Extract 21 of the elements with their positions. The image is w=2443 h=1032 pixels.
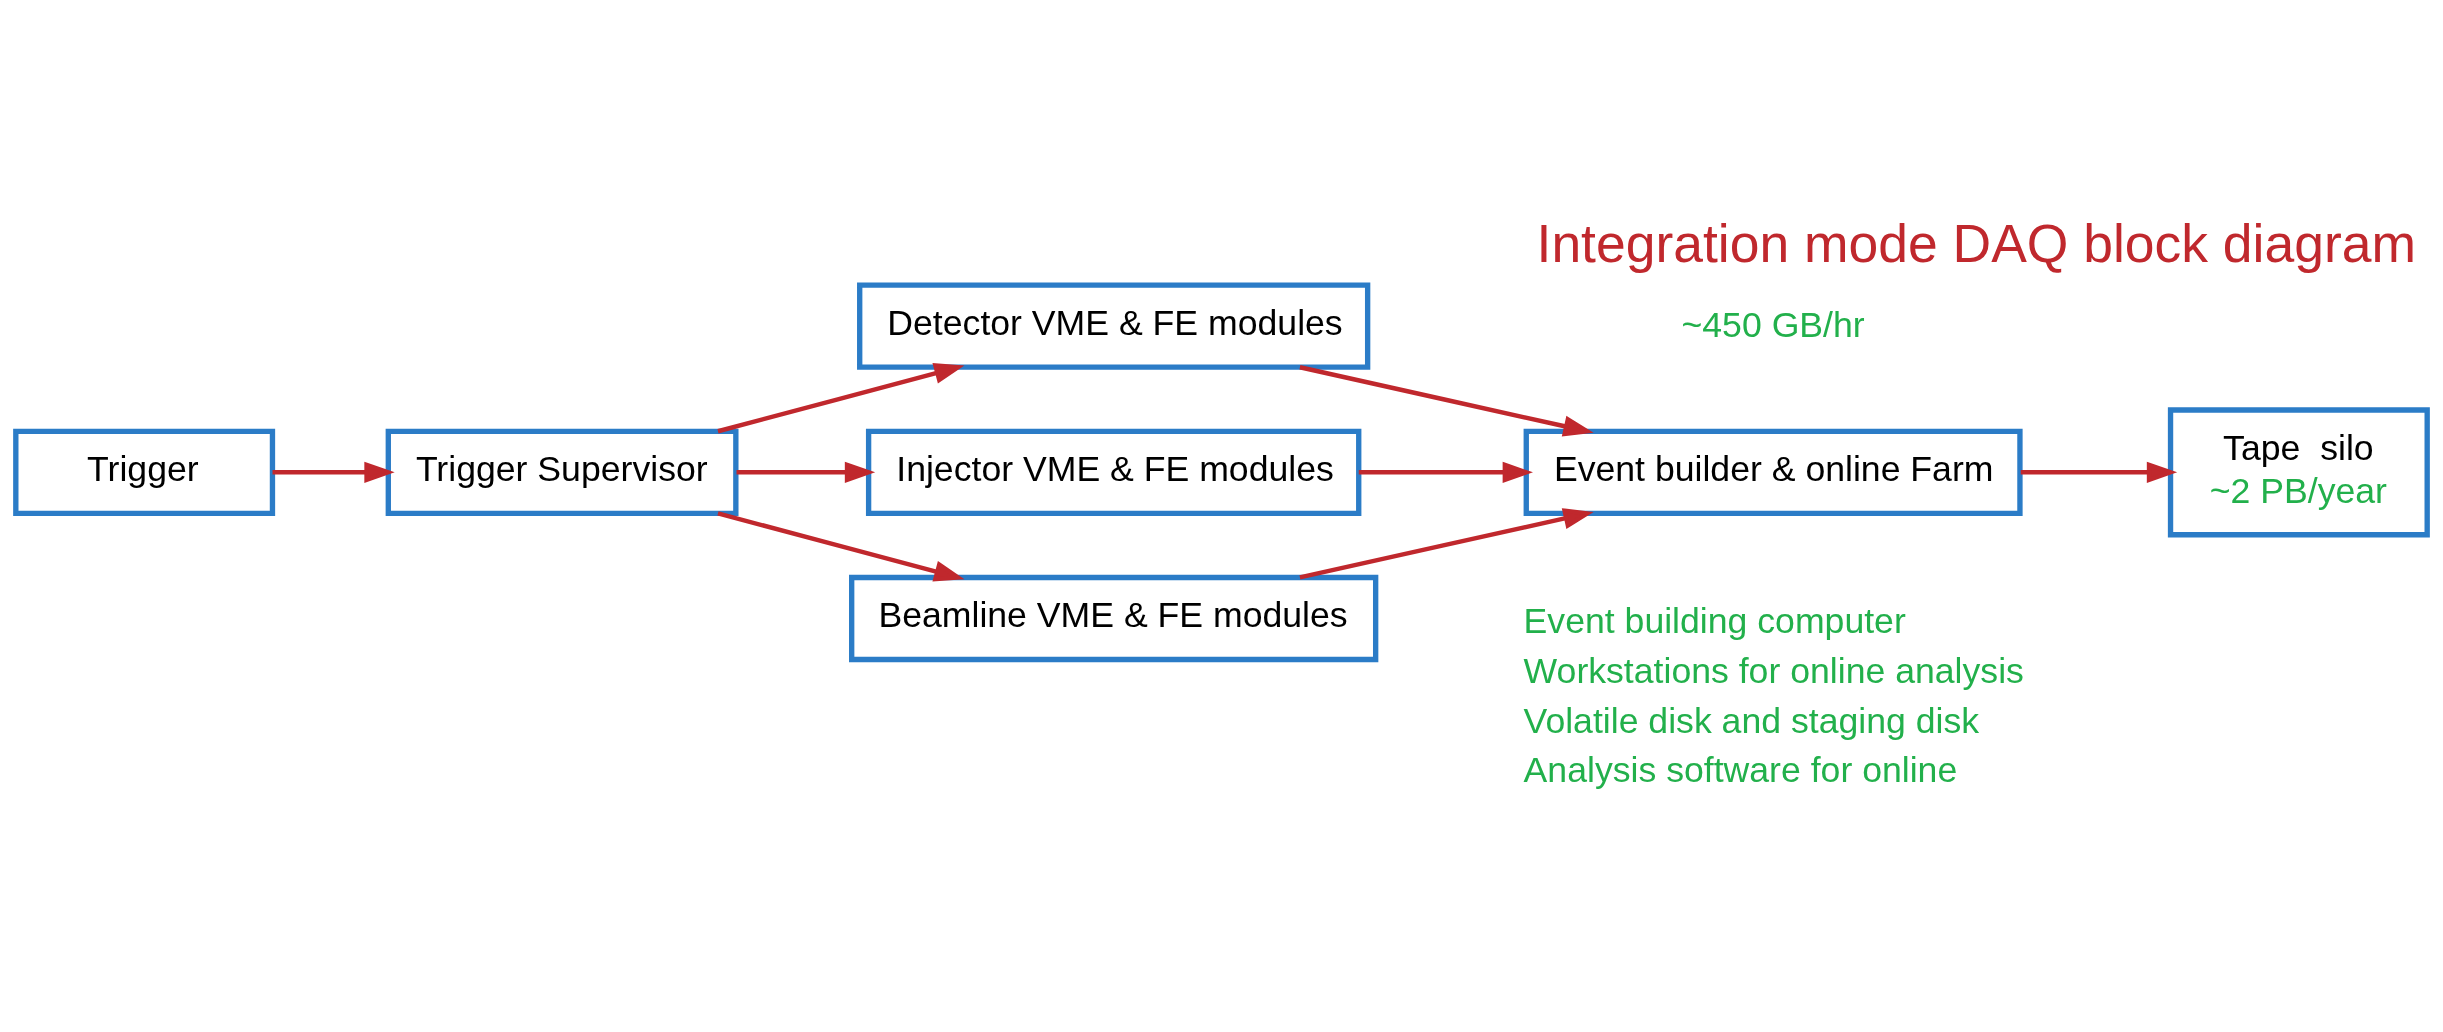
node-box: Tape silo ~2 PB/year (2167, 407, 2430, 538)
node-label: Event building computer (1523, 600, 1906, 641)
arrow (272, 461, 395, 483)
arrow (1299, 508, 1594, 580)
node-label: Workstations for online analysis (1523, 650, 2024, 691)
label: ~450 GB/hr (1681, 304, 1865, 345)
node-label: Analysis software for online (1523, 750, 1958, 791)
node-box: Beamline VME & FE modules (849, 574, 1379, 663)
node-box: Trigger (13, 428, 276, 516)
arrow (717, 363, 965, 434)
arrow (717, 511, 965, 582)
arrow (736, 461, 876, 483)
arrow (2020, 461, 2178, 483)
node-box: Event builder & online Farm (1523, 428, 2023, 516)
arrow (1358, 461, 1533, 483)
node-box: Detector VME & FE modules (857, 282, 1371, 370)
node-box: Trigger Supervisor (385, 428, 739, 516)
arrow (1299, 365, 1594, 437)
diagram-title: Integration mode DAQ block diagram (1536, 214, 2416, 274)
node-label: Volatile disk and staging disk (1523, 700, 1980, 741)
node-box: Injector VME & FE modules (865, 428, 1362, 516)
